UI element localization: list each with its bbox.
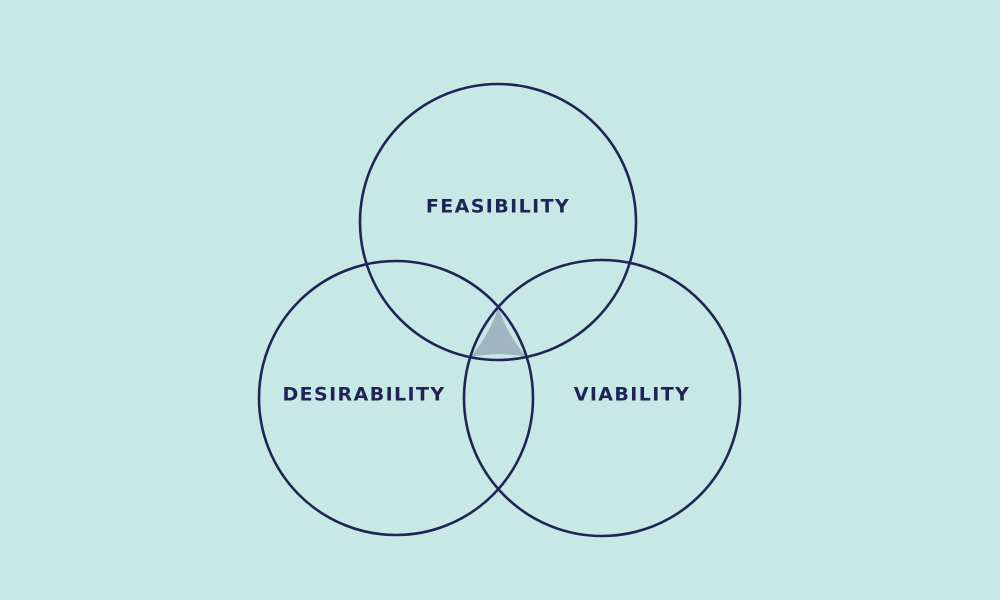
label-viability: VIABILITY: [574, 384, 691, 406]
label-feasibility: FEASIBILITY: [426, 196, 570, 218]
circle-feasibility: [358, 82, 638, 362]
triple-intersection-region: [470, 306, 527, 358]
circle-viability: [462, 258, 742, 538]
label-desirability: DESIRABILITY: [282, 384, 445, 406]
circle-desirability: [257, 259, 535, 537]
